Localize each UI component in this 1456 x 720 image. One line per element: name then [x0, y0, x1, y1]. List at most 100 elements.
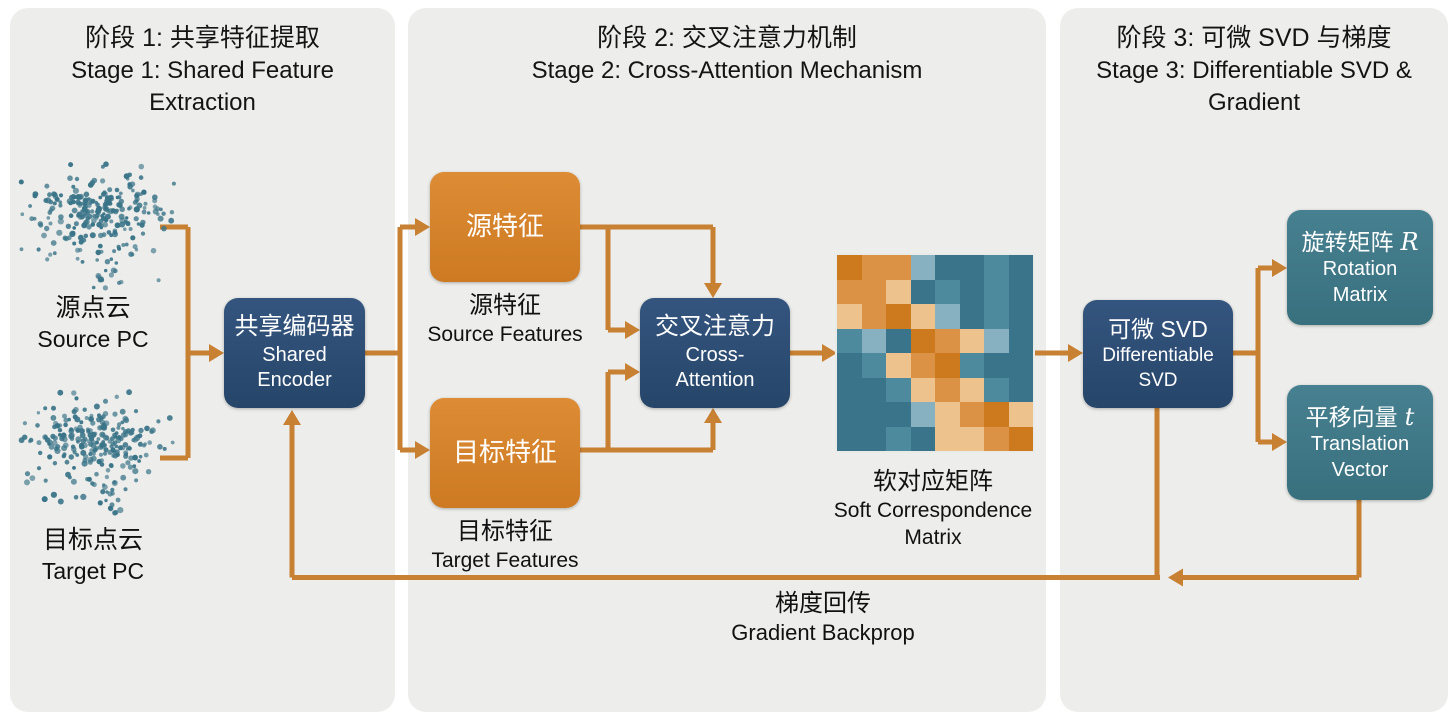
rotation-en1: Rotation: [1322, 258, 1398, 281]
target-pc-label-cn: 目标点云: [42, 526, 143, 554]
svd-en1: Differentiable: [1102, 345, 1214, 367]
heatmap-cell: [959, 328, 984, 353]
heatmap-cell: [935, 328, 960, 353]
heatmap-cell: [861, 279, 886, 304]
matrix-caption-en2: Matrix: [904, 526, 962, 550]
heatmap-cell: [1008, 304, 1033, 329]
heatmap-cell: [910, 304, 935, 329]
heatmap-cell: [1008, 402, 1033, 427]
heatmap-cell: [837, 328, 862, 353]
heatmap-cell: [959, 304, 984, 329]
matrix-caption-en1: Soft Correspondence: [833, 499, 1033, 523]
shared-encoder-en1: Shared: [262, 343, 327, 366]
svd-en2: SVD: [1138, 369, 1178, 391]
translation-symbol-t: t: [1404, 402, 1415, 431]
target-point-cloud: [18, 389, 175, 516]
heatmap-cell: [861, 304, 886, 329]
rotation-symbol-R: R: [1400, 227, 1419, 256]
heatmap-cell: [959, 279, 984, 304]
heatmap-cell: [910, 426, 935, 451]
target-features-caption-en: Target Features: [431, 549, 579, 573]
panel-2-title-en: Stage 2: Cross-Attention Mechanism: [531, 57, 923, 84]
heatmap-cell: [837, 255, 862, 280]
heatmap-cell: [837, 426, 862, 451]
heatmap-cell: [935, 402, 960, 427]
translation-en1: Translation: [1310, 433, 1410, 456]
heatmap-cell: [886, 426, 911, 451]
heatmap-cell: [984, 402, 1009, 427]
gradient-backprop-cn: 梯度回传: [775, 590, 871, 617]
heatmap-cell: [935, 426, 960, 451]
source-pc-label-en: Source PC: [37, 325, 149, 352]
matrix-caption: 软对应矩阵 Soft Correspondence Matrix: [783, 466, 1083, 552]
panel-2-title: 阶段 2: 交叉注意力机制 Stage 2: Cross-Attention M…: [408, 22, 1046, 87]
cross-attention-en1: Cross-: [685, 343, 745, 366]
rotation-cn: 旋转矩阵: [1301, 228, 1394, 255]
heatmap-cell: [984, 304, 1009, 329]
target-features-caption: 目标特征 Target Features: [405, 516, 605, 574]
heatmap-cell: [959, 255, 984, 280]
shared-encoder-cn: 共享编码器: [234, 313, 355, 341]
heatmap-cell: [910, 255, 935, 280]
cross-attention-en2: Attention: [675, 369, 755, 392]
heatmap-cell: [984, 377, 1009, 402]
heatmap-cell: [837, 353, 862, 378]
panel-3-title-en: Stage 3: Differentiable SVD & Gradient: [1096, 57, 1412, 116]
source-features-caption-cn: 源特征: [469, 292, 541, 319]
heatmap-cell: [837, 304, 862, 329]
heatmap-cell: [910, 353, 935, 378]
source-features-box-label: 源特征: [465, 211, 544, 242]
heatmap-cell: [959, 402, 984, 427]
heatmap-cell: [1008, 255, 1033, 280]
gradient-backprop-caption: 梯度回传 Gradient Backprop: [673, 588, 973, 648]
heatmap-cell: [886, 304, 911, 329]
heatmap-cell: [886, 279, 911, 304]
cross-attention-cn: 交叉注意力: [655, 313, 775, 341]
svd-cn: 可微 SVD: [1108, 315, 1208, 342]
gradient-backprop-en: Gradient Backprop: [731, 620, 915, 646]
heatmap-cell: [837, 377, 862, 402]
source-pc-label-cn: 源点云: [55, 294, 131, 322]
heatmap-cell: [984, 328, 1009, 353]
heatmap-cell: [959, 426, 984, 451]
heatmap-cell: [861, 353, 886, 378]
translation-cn-row: 平移向量 t: [1306, 402, 1415, 433]
heatmap-cell: [1008, 377, 1033, 402]
rotation-cn-row: 旋转矩阵 R: [1301, 227, 1418, 258]
soft-correspondence-heatmap: [837, 255, 1033, 451]
heatmap-cell: [984, 353, 1009, 378]
translation-vector-box: 平移向量 t Translation Vector: [1287, 385, 1433, 500]
heatmap-cell: [910, 279, 935, 304]
differentiable-svd-box: 可微 SVD Differentiable SVD: [1083, 300, 1233, 408]
source-features-box: 源特征: [430, 172, 580, 282]
heatmap-cell: [837, 279, 862, 304]
heatmap-cell: [910, 402, 935, 427]
heatmap-cell: [984, 426, 1009, 451]
heatmap-cell: [935, 279, 960, 304]
heatmap-cell: [910, 377, 935, 402]
rotation-en2: Matrix: [1332, 283, 1388, 306]
panel-3-title: 阶段 3: 可微 SVD 与梯度 Stage 3: Differentiable…: [1060, 22, 1448, 118]
heatmap-cell: [886, 328, 911, 353]
heatmap-cell: [886, 255, 911, 280]
heatmap-cell: [984, 279, 1009, 304]
heatmap-cell: [861, 377, 886, 402]
translation-en2: Vector: [1331, 458, 1389, 481]
target-features-caption-cn: 目标特征: [457, 518, 553, 545]
heatmap-cell: [1008, 328, 1033, 353]
source-features-caption-en: Source Features: [427, 323, 583, 347]
heatmap-cell: [935, 353, 960, 378]
panel-1-title-en: Stage 1: Shared Feature Extraction: [71, 57, 334, 116]
target-features-box: 目标特征: [430, 398, 580, 508]
rotation-matrix-box: 旋转矩阵 R Rotation Matrix: [1287, 210, 1433, 325]
heatmap-cell: [1008, 426, 1033, 451]
target-features-box-label: 目标特征: [452, 437, 557, 468]
heatmap-cell: [1008, 279, 1033, 304]
heatmap-cell: [861, 328, 886, 353]
heatmap-cell: [861, 426, 886, 451]
target-pc-label-en: Target PC: [41, 557, 145, 584]
target-pc-label: 目标点云 Target PC: [3, 524, 183, 586]
panel-3-title-cn: 阶段 3: 可微 SVD 与梯度: [1116, 24, 1392, 52]
heatmap-cell: [935, 304, 960, 329]
